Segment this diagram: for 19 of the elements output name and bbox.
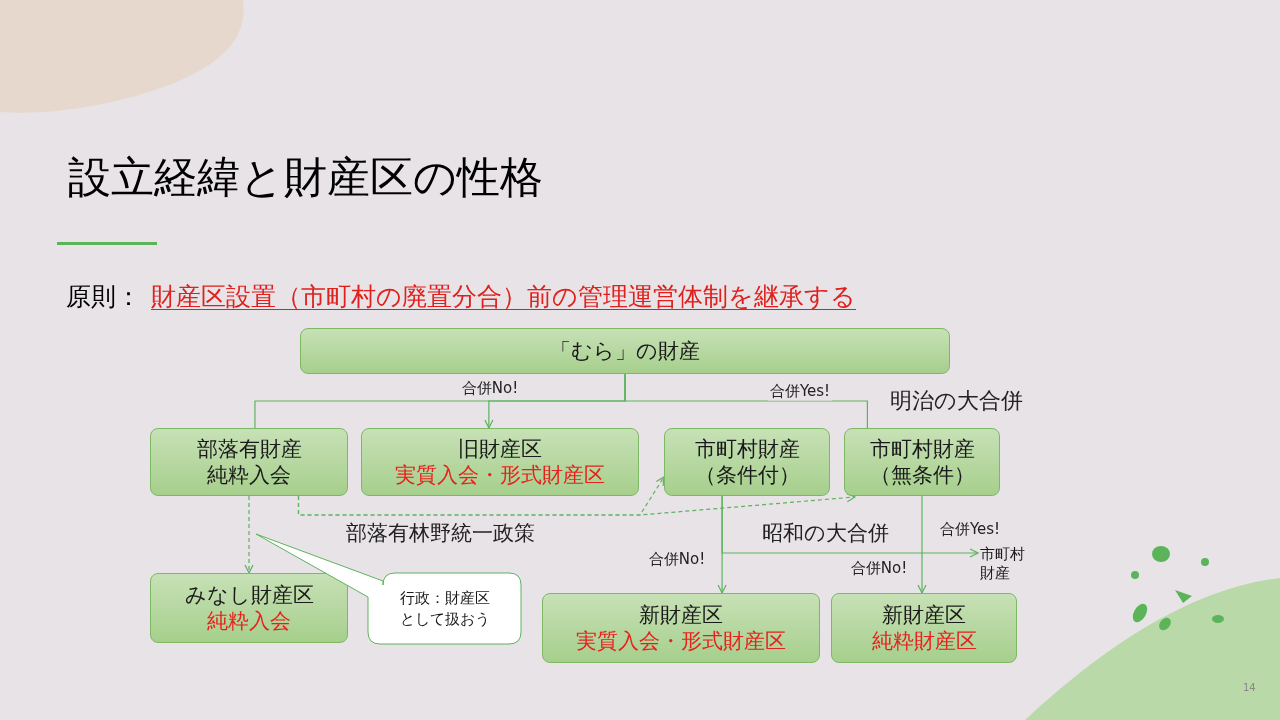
connector-line (624, 373, 868, 429)
process-box: 市町村財産 （条件付） (664, 428, 830, 496)
process-box: 「むら」の財産 (300, 328, 950, 374)
process-box: 新財産区 実質入会・形式財産区 (542, 593, 820, 663)
process-box: 部落有財産 純粋入会 (150, 428, 348, 496)
process-box: 新財産区 純粋財産区 (831, 593, 1017, 663)
arrow (917, 495, 927, 594)
dashed-arrow (244, 495, 254, 574)
process-box: みなし財産区 純粋入会 (150, 573, 348, 643)
process-box: 旧財産区 実質入会・形式財産区 (361, 428, 639, 496)
slide-title: 設立経緯と財産区の性格 (68, 156, 543, 199)
principle-text: 財産区設置（市町村の廃置分合）前の管理運営体制を継承する (151, 281, 856, 313)
note-text: 明治の大合併 (890, 387, 1023, 415)
principle-text: 原則： (66, 281, 141, 313)
outcome-text: 市町村財産 (980, 540, 1044, 588)
arrow (721, 495, 979, 558)
process-box: 市町村財産 （無条件） (844, 428, 1000, 496)
note-text: 昭和の大合併 (762, 520, 889, 547)
page-number: 14 (1243, 681, 1256, 695)
